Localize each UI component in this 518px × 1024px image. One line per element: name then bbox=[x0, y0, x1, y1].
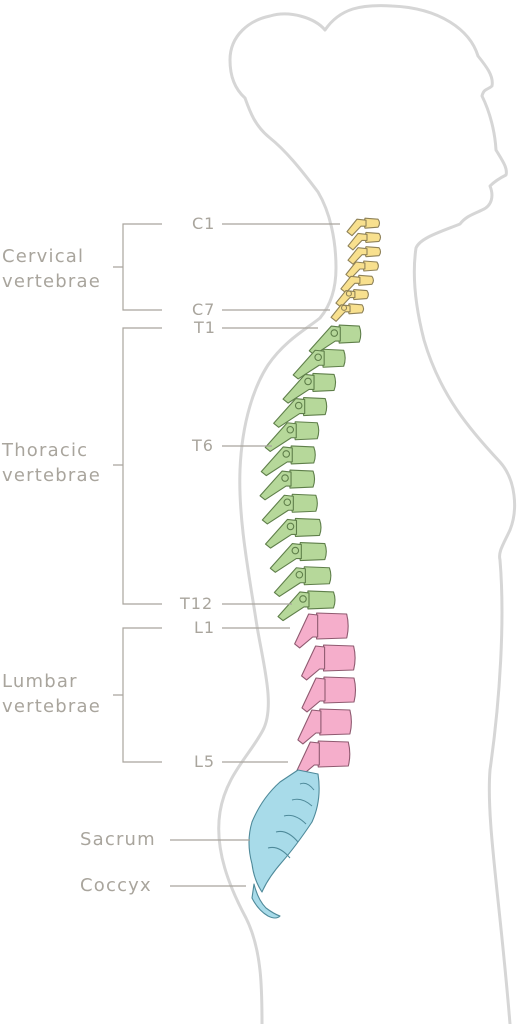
cervical-label-line2: vertebrae bbox=[2, 271, 101, 292]
thoracic-label-line2: vertebrae bbox=[2, 465, 101, 486]
cervical-label-line1: Cervical bbox=[2, 246, 84, 267]
sacral-segment-line bbox=[275, 831, 299, 843]
lumbar-label: Lumbar vertebrae bbox=[2, 671, 101, 717]
label-c1: C1 bbox=[192, 214, 215, 233]
thoracic-bracket bbox=[113, 327, 162, 605]
spine bbox=[248, 217, 382, 919]
label-c7: C7 bbox=[192, 300, 215, 319]
sacral-segment-line bbox=[267, 847, 291, 859]
cervical-bracket bbox=[113, 223, 162, 311]
thoracic-label-line1: Thoracic bbox=[1, 440, 88, 461]
label-t1: T1 bbox=[193, 318, 216, 337]
coccyx bbox=[251, 883, 281, 919]
vertebra-c5 bbox=[340, 274, 374, 294]
vertebra-l3 bbox=[301, 676, 357, 713]
vertebra-t1 bbox=[308, 324, 362, 356]
vertebra-t4 bbox=[273, 397, 328, 428]
vertebra-t11 bbox=[273, 566, 332, 597]
lumbar-bracket bbox=[113, 627, 162, 763]
sacrum bbox=[248, 769, 320, 893]
vertebra-t3 bbox=[282, 372, 337, 404]
lumbar-label-line1: Lumbar bbox=[2, 671, 78, 692]
vertebra-c2 bbox=[347, 231, 382, 251]
sacral-segment-line bbox=[299, 782, 315, 791]
label-l5: L5 bbox=[194, 752, 215, 771]
vertebra-l5 bbox=[295, 740, 351, 777]
vertebra-t2 bbox=[292, 348, 346, 380]
vertebra-t12 bbox=[277, 590, 336, 622]
vertebra-t6 bbox=[260, 445, 316, 477]
label-t12: T12 bbox=[179, 594, 213, 613]
label-sacrum: Sacrum bbox=[80, 829, 156, 850]
vertebra-t5 bbox=[264, 421, 320, 452]
label-t6: T6 bbox=[191, 436, 214, 455]
vertebra-l2 bbox=[301, 644, 356, 681]
vertebra-c3 bbox=[347, 246, 382, 265]
vertebra-l4 bbox=[297, 708, 352, 745]
vertebra-t7 bbox=[259, 469, 316, 501]
vertebra-t10 bbox=[269, 542, 327, 573]
label-l1: L1 bbox=[194, 618, 215, 637]
vertebra-c7 bbox=[330, 303, 365, 322]
lumbar-label-line2: vertebrae bbox=[2, 696, 101, 717]
vertebra-l1 bbox=[294, 612, 349, 649]
body-outline bbox=[217, 4, 517, 1024]
vertebra-c1 bbox=[346, 217, 381, 237]
sacral-segment-line bbox=[283, 814, 307, 825]
vertebra-t9 bbox=[264, 517, 322, 549]
sacral-segment-line bbox=[291, 798, 313, 807]
vertebra-c6 bbox=[335, 289, 369, 308]
cervical-label: Cervical vertebrae bbox=[2, 246, 101, 292]
label-coccyx: Coccyx bbox=[80, 875, 152, 896]
vertebra-c4 bbox=[345, 260, 379, 280]
thoracic-label: Thoracic vertebrae bbox=[1, 440, 101, 486]
vertebra-t8 bbox=[261, 493, 318, 525]
